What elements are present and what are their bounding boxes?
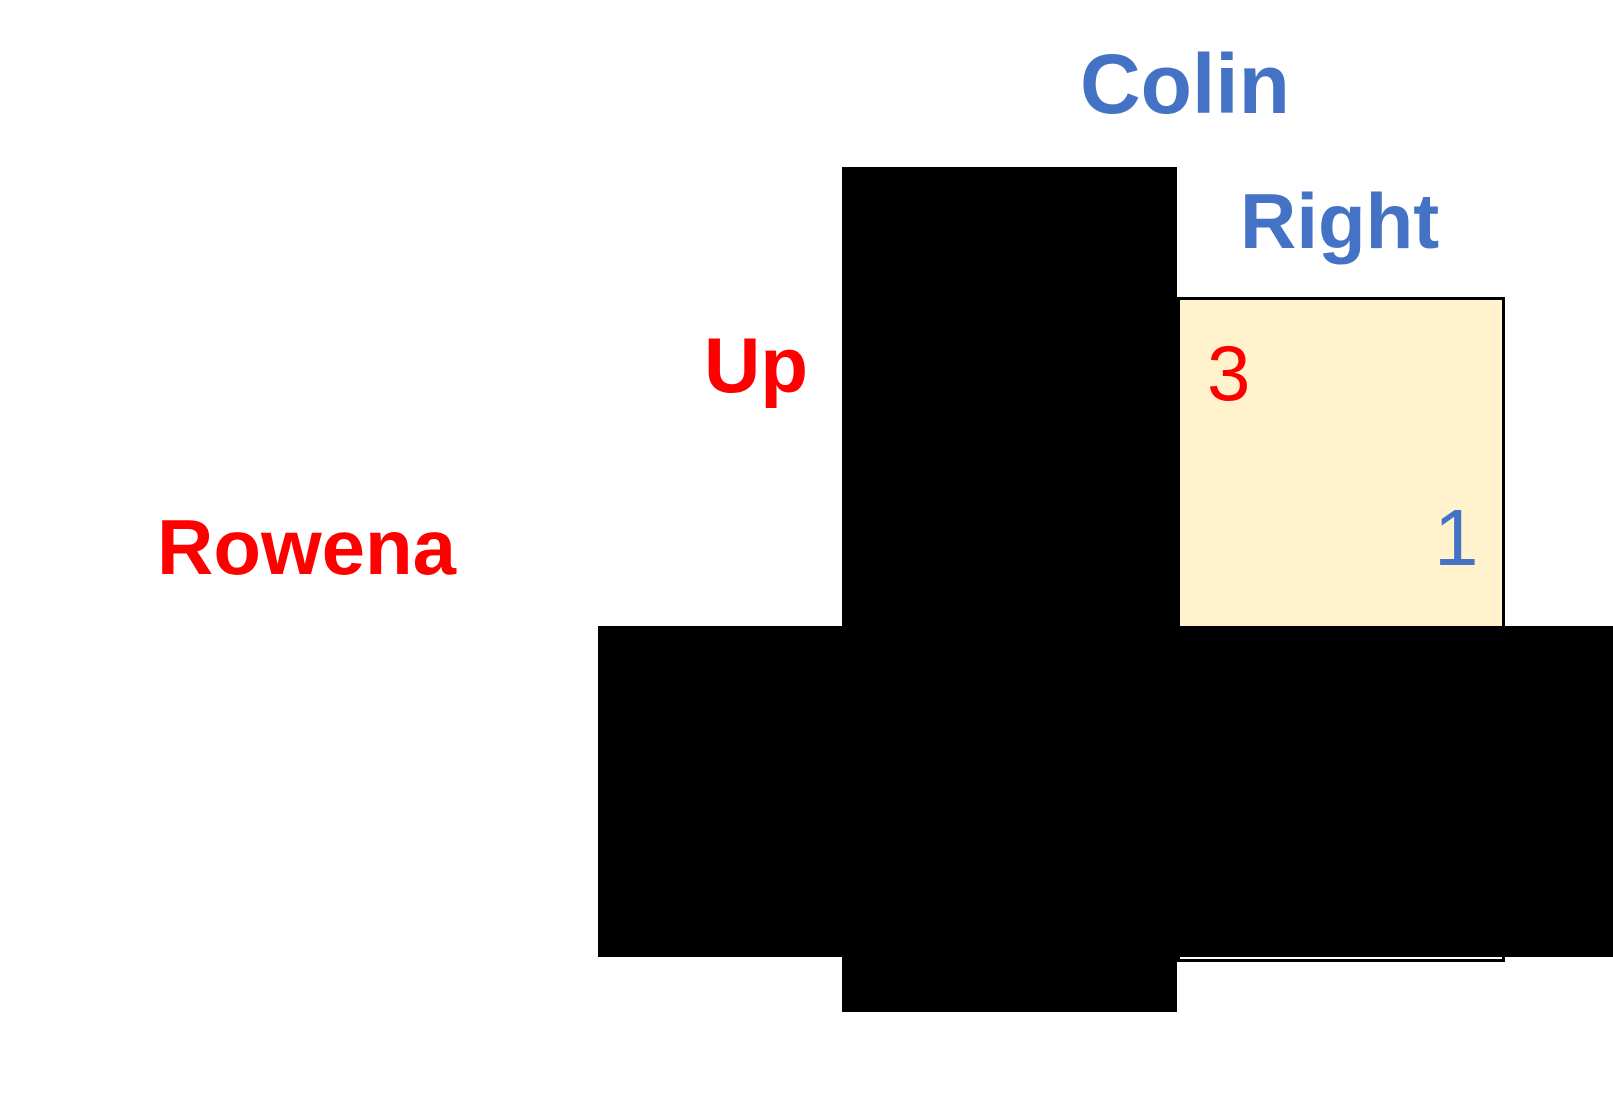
- redaction-block-horizontal: [598, 626, 1613, 957]
- payoff-cell-up-right: 3 1: [1180, 300, 1502, 626]
- column-strategy-label: Right: [1240, 177, 1440, 265]
- row-strategy-label: Up: [704, 321, 808, 409]
- column-player-name: Colin: [1080, 37, 1290, 131]
- row-player-name: Rowena: [157, 503, 457, 591]
- column-payoff-value: 1: [1434, 493, 1479, 582]
- row-payoff-value: 3: [1207, 329, 1251, 417]
